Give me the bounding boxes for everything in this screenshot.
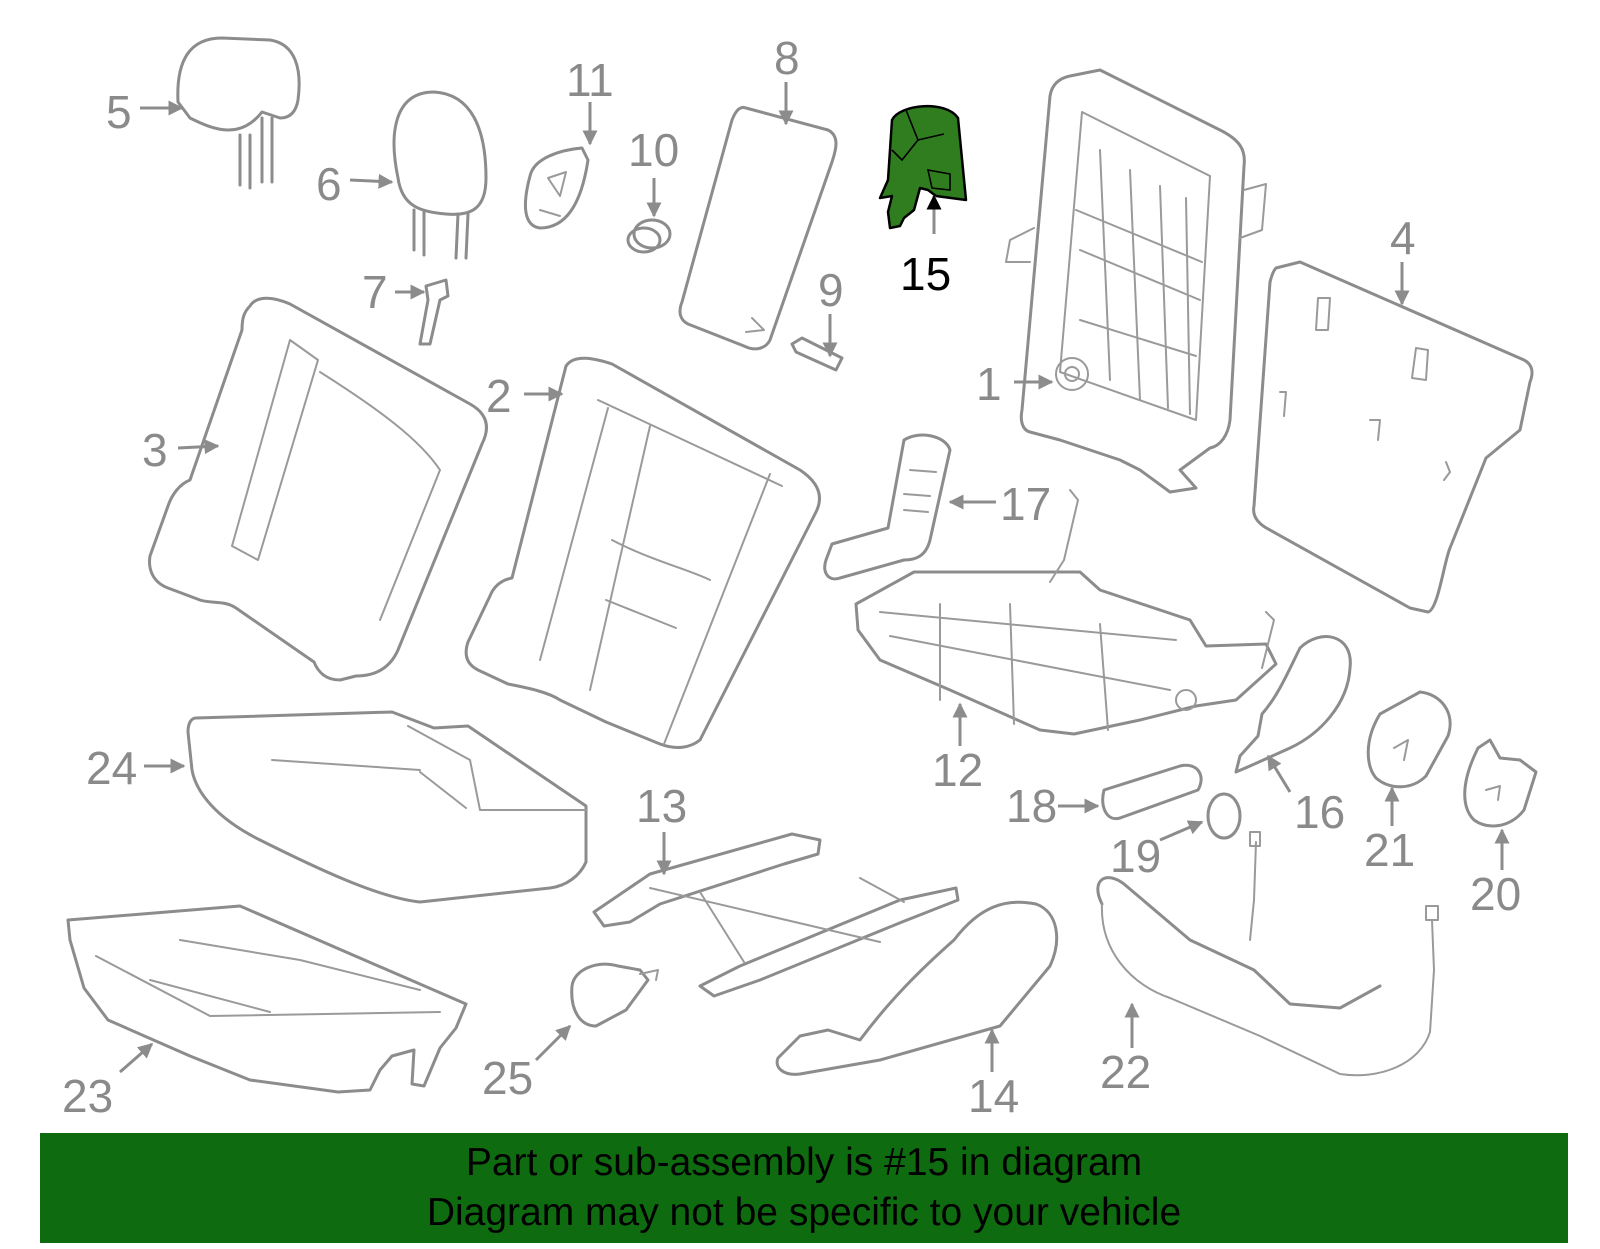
- callout-10: 10: [628, 124, 679, 176]
- part-6-headrest: [392, 90, 488, 260]
- callout-3: 3: [142, 424, 168, 476]
- part-19-cap: [1206, 792, 1242, 840]
- part-2-seatback-cover: [464, 356, 821, 749]
- part-8-panel: [678, 106, 838, 351]
- callout-arrows: [119, 82, 1510, 1074]
- callout-1: 1: [976, 358, 1002, 410]
- part-11-bracket: [523, 146, 590, 230]
- part-4-back-board: [1252, 260, 1534, 614]
- callout-5: 5: [106, 86, 132, 138]
- callout-12: 12: [932, 744, 983, 796]
- callout-20: 20: [1470, 868, 1521, 920]
- callout-2: 2: [486, 370, 512, 422]
- callout-16: 16: [1294, 786, 1345, 838]
- callout-7: 7: [362, 266, 388, 318]
- part-1-frame: [1005, 68, 1267, 494]
- callout-25: 25: [482, 1052, 533, 1104]
- part-15-highlighted: [878, 105, 968, 230]
- callout-8: 8: [774, 32, 800, 84]
- callout-6: 6: [316, 158, 342, 210]
- callout-24: 24: [86, 742, 137, 794]
- info-banner: Part or sub-assembly is #15 in diagram D…: [40, 1133, 1568, 1243]
- part-14-side-cover: [775, 900, 1059, 1076]
- part-18-handle: [1101, 763, 1203, 821]
- part-12-seat-frame: [854, 489, 1278, 736]
- part-25-knob: [570, 962, 659, 1028]
- part-21-cover: [1366, 690, 1452, 789]
- callout-19: 19: [1110, 830, 1161, 882]
- part-10-grommet: [626, 218, 672, 254]
- callout-15: 15: [900, 248, 951, 300]
- part-5-headrest: [176, 36, 301, 190]
- part-20-cover: [1463, 738, 1538, 828]
- banner-line-2: Diagram may not be specific to your vehi…: [426, 1191, 1182, 1234]
- banner-line-1: Part or sub-assembly is #15 in diagram: [465, 1141, 1143, 1184]
- callout-21: 21: [1364, 824, 1415, 876]
- part-3-seatback: [148, 296, 488, 682]
- callout-14: 14: [968, 1070, 1019, 1122]
- callout-13: 13: [636, 780, 687, 832]
- part-13-track: [592, 832, 960, 998]
- part-24-cushion: [186, 710, 588, 904]
- callout-9: 9: [818, 264, 844, 316]
- part-9-pin: [790, 336, 844, 372]
- part-17-cover: [823, 433, 952, 581]
- callout-4: 4: [1390, 212, 1416, 264]
- part-23-pad: [66, 904, 468, 1094]
- part-22-cable: [1096, 831, 1439, 1077]
- part-16-side-shield: [1234, 635, 1352, 774]
- part-7-bolt: [418, 278, 450, 346]
- callout-11: 11: [566, 54, 614, 106]
- callout-22: 22: [1100, 1046, 1151, 1098]
- callout-18: 18: [1006, 780, 1057, 832]
- callout-17: 17: [1000, 478, 1051, 530]
- callout-23: 23: [62, 1070, 113, 1122]
